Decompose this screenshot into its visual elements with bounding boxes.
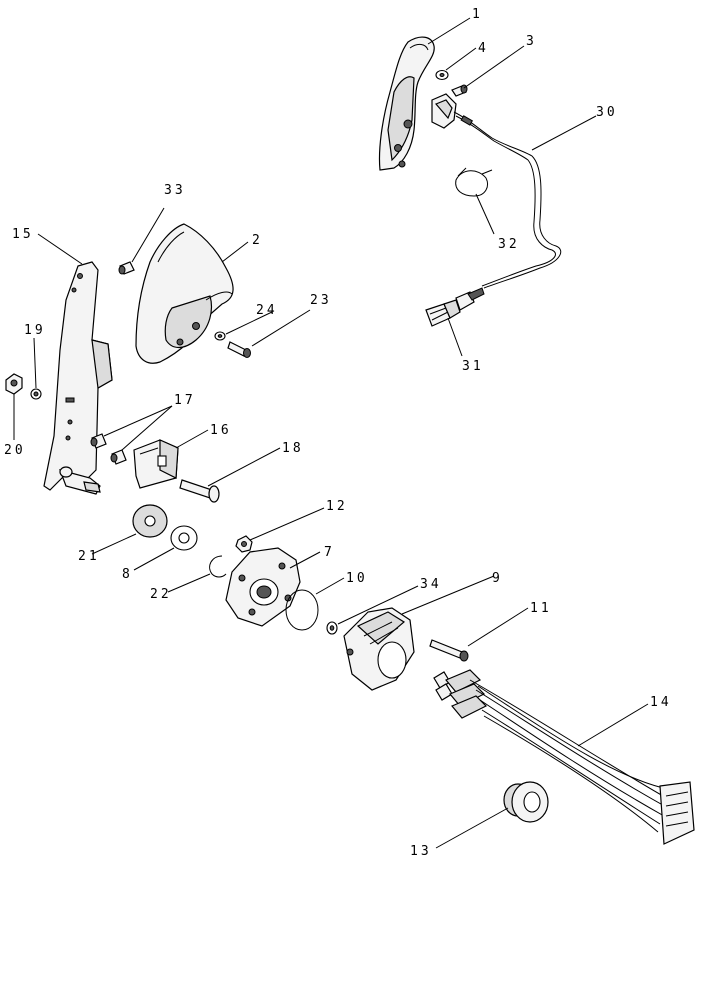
- callout-17: 17: [174, 393, 196, 408]
- part-20-nut: [5, 373, 23, 395]
- part-31-connector: [425, 287, 485, 327]
- callout-30: 30: [596, 105, 618, 120]
- callout-31: 31: [462, 359, 484, 374]
- callout-8: 8: [122, 567, 133, 582]
- part-11-long-screw: [429, 639, 469, 662]
- callout-23: 23: [310, 293, 332, 308]
- part-10-o-ring: [285, 589, 319, 631]
- part-13-grommet: [503, 781, 549, 823]
- part-1-lever-handle: [378, 36, 435, 171]
- part-12-nut: [235, 535, 253, 553]
- part-2-cover: [135, 223, 234, 364]
- part-9-sensor: [343, 607, 415, 691]
- callout-34: 34: [420, 577, 442, 592]
- part-17-studs: [90, 433, 127, 465]
- callout-18: 18: [282, 441, 304, 456]
- part-19-washer: [30, 388, 42, 400]
- callout-15: 15: [12, 227, 34, 242]
- callout-21: 21: [78, 549, 100, 564]
- part-30-switch-cable: [431, 93, 562, 289]
- callout-13: 13: [410, 844, 432, 859]
- callout-33: 33: [164, 183, 186, 198]
- callout-32: 32: [498, 237, 520, 252]
- part-16-mounting-bracket: [133, 439, 179, 489]
- part-21-large-washer: [132, 504, 168, 538]
- callout-11: 11: [530, 601, 552, 616]
- part-32-cable-tie: [455, 167, 493, 197]
- part-23-screw: [227, 341, 251, 358]
- callout-1: 1: [472, 7, 483, 22]
- callout-10: 10: [346, 571, 368, 586]
- part-18-pin: [179, 479, 220, 503]
- part-22-circlip: [209, 555, 227, 578]
- callout-14: 14: [650, 695, 672, 710]
- leader-lines: [13, 17, 649, 849]
- callout-12: 12: [326, 499, 348, 514]
- callout-20: 20: [4, 443, 26, 458]
- callout-16: 16: [210, 423, 232, 438]
- part-15-bracket-plate: [43, 261, 113, 495]
- part-4-washer: [435, 69, 449, 81]
- part-24-washer: [214, 331, 226, 341]
- callout-19: 19: [24, 323, 46, 338]
- callout-24: 24: [256, 303, 278, 318]
- part-7-housing: [225, 547, 301, 627]
- part-34-small-washer: [326, 621, 338, 635]
- part-3-screw: [451, 84, 468, 97]
- callout-22: 22: [150, 587, 172, 602]
- callout-2: 2: [252, 233, 263, 248]
- callout-3: 3: [526, 34, 537, 49]
- callout-9: 9: [492, 571, 503, 586]
- callout-4: 4: [478, 41, 489, 56]
- part-33-small-screw: [118, 261, 135, 275]
- callout-7: 7: [324, 545, 335, 560]
- part-14-wire-harness: [433, 669, 695, 845]
- part-8-washer: [170, 525, 198, 551]
- callout-labels: 1 2 3 4 7 8 9 10 11 12 13 14 15 16 17 18…: [4, 7, 672, 859]
